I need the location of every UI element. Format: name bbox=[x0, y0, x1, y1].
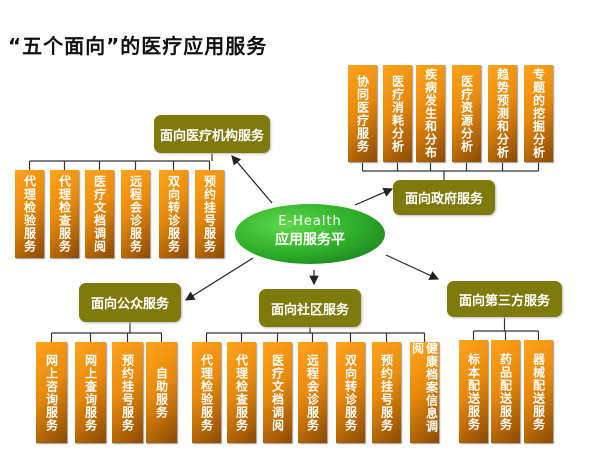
service-item-label: 医疗文档调阅 bbox=[270, 353, 285, 432]
hub-subtitle: 应用服务平 bbox=[275, 232, 345, 248]
service-item-third-party: 药品配送服务 bbox=[491, 340, 520, 443]
service-item-label: 预约挂号服务 bbox=[202, 175, 217, 253]
service-item-label: 自助服务 bbox=[154, 366, 169, 419]
service-item-community: 健康档案信息调阅 bbox=[410, 342, 439, 443]
category-box-community: 面向社区服务 bbox=[259, 289, 361, 327]
service-item-label: 远程会诊服务 bbox=[128, 175, 143, 253]
service-item-medical: 代理检查服务 bbox=[50, 170, 79, 258]
service-item-label: 双向转诊服务 bbox=[166, 175, 181, 253]
service-item-label: 网上查询服务 bbox=[83, 353, 98, 432]
service-item-label: 网上咨询服务 bbox=[44, 353, 59, 432]
service-item-label: 协同医疗服务 bbox=[355, 74, 370, 153]
service-item-public: 自助服务 bbox=[146, 342, 177, 443]
arrow-to-government bbox=[354, 187, 394, 206]
service-item-community: 医疗文档调阅 bbox=[263, 342, 292, 443]
service-item-medical: 代理检验服务 bbox=[15, 170, 44, 258]
category-box-government: 面向政府服务 bbox=[393, 180, 495, 215]
service-item-label: 趋势预测和分析 bbox=[495, 68, 510, 159]
service-item-medical: 预约挂号服务 bbox=[195, 170, 224, 258]
arrow-to-public bbox=[184, 257, 254, 301]
service-item-community: 双向转诊服务 bbox=[336, 342, 365, 443]
service-item-label: 专题的挖掘分析 bbox=[531, 68, 546, 159]
service-item-label: 双向转诊服务 bbox=[343, 353, 358, 432]
service-item-label: 医疗资源分析 bbox=[459, 74, 474, 153]
service-item-label: 代理检查服务 bbox=[234, 353, 249, 432]
service-item-medical: 医疗文档调阅 bbox=[85, 170, 114, 258]
service-item-government: 协同医疗服务 bbox=[348, 65, 377, 162]
service-item-label: 健康档案信息调阅 bbox=[410, 342, 439, 433]
arrow-to-third-party bbox=[385, 254, 440, 280]
service-item-label: 代理检验服务 bbox=[22, 175, 37, 253]
ehealth-platform-hub: E-Health 应用服务平 bbox=[235, 204, 385, 264]
hub-title: E-Health bbox=[278, 214, 342, 229]
category-box-third-party: 面向第三方服务 bbox=[447, 281, 562, 317]
service-item-label: 药品配送服务 bbox=[498, 352, 513, 431]
service-item-government: 医疗消耗分析 bbox=[383, 65, 412, 162]
service-item-label: 预约挂号服务 bbox=[120, 353, 135, 432]
service-item-public: 网上查询服务 bbox=[75, 342, 106, 443]
arrow-to-medical bbox=[231, 155, 273, 204]
service-item-public: 预约挂号服务 bbox=[112, 342, 143, 443]
service-item-community: 预约挂号服务 bbox=[372, 342, 401, 443]
service-item-label: 医疗文档调阅 bbox=[92, 175, 107, 253]
service-item-third-party: 器械配送服务 bbox=[524, 340, 553, 443]
service-item-government: 趋势预测和分析 bbox=[488, 65, 517, 162]
service-item-government: 专题的挖掘分析 bbox=[524, 65, 553, 162]
category-box-public: 面向公众服务 bbox=[79, 283, 181, 322]
page-title: “五个面向”的医疗应用服务 bbox=[8, 34, 268, 58]
service-item-label: 预约挂号服务 bbox=[379, 353, 394, 432]
service-item-label: 医疗消耗分析 bbox=[390, 74, 405, 153]
service-item-label: 代理检查服务 bbox=[57, 175, 72, 253]
service-item-third-party: 标本配送服务 bbox=[459, 340, 488, 443]
service-item-community: 代理检验服务 bbox=[192, 342, 221, 443]
service-item-government: 疾病发生和分布 bbox=[416, 65, 445, 162]
service-item-public: 网上咨询服务 bbox=[36, 342, 67, 443]
service-item-label: 代理检验服务 bbox=[199, 353, 214, 432]
service-item-medical: 双向转诊服务 bbox=[159, 170, 188, 258]
service-item-government: 医疗资源分析 bbox=[452, 65, 481, 162]
category-box-medical: 面向医疗机构服务 bbox=[154, 115, 270, 153]
service-item-community: 代理检查服务 bbox=[227, 342, 256, 443]
service-item-label: 疾病发生和分布 bbox=[423, 68, 438, 159]
service-item-medical: 远程会诊服务 bbox=[121, 170, 150, 258]
service-item-label: 标本配送服务 bbox=[466, 352, 481, 431]
service-item-label: 远程会诊服务 bbox=[305, 353, 320, 432]
service-item-label: 器械配送服务 bbox=[531, 352, 546, 431]
service-item-community: 远程会诊服务 bbox=[298, 342, 327, 443]
